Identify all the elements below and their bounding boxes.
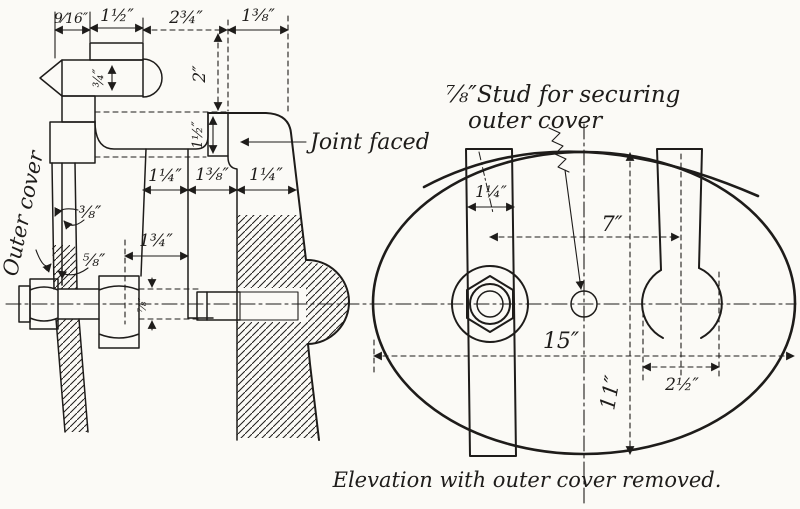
casting-boss-arc (305, 258, 350, 345)
dim-label-2-3-4: 2¾″ (168, 8, 203, 28)
leader-feather (548, 127, 570, 173)
casting-inner-wall (227, 112, 238, 441)
casting-lower-outline (307, 343, 320, 441)
washer-circle (451, 265, 529, 343)
hex-nut (98, 275, 140, 349)
open-slot-circle (641, 267, 723, 339)
dim-label-11in: 11″ (595, 374, 625, 412)
cover-flange-lines (55, 318, 89, 433)
stud-body (61, 59, 144, 97)
joint-faced-label: Joint faced (306, 130, 430, 155)
stud-note-line2: outer cover (468, 108, 604, 134)
dim-label-rib-c: 1¼″ (249, 165, 283, 185)
dim-label-rib-a: 1¼″ (148, 166, 182, 186)
dim-label-spigot: 1½″ (190, 120, 206, 148)
nut-inner-circle (469, 283, 511, 325)
leader-5-8-a (57, 267, 89, 279)
stud-flange-hatch (89, 42, 144, 61)
leader-5-8-b (35, 249, 52, 273)
cover-wall-lines (51, 162, 78, 290)
stud-note-line1: ⅞″Stud for securing (446, 82, 680, 108)
caption: Elevation with outer cover removed. (332, 468, 722, 492)
dim-label-boss: 1¾″ (139, 231, 173, 251)
leader-3-8-a (63, 219, 85, 230)
hidden-shank-dashed (138, 288, 199, 320)
casting-hatch-upper (237, 215, 306, 288)
dim-label-2half: 2½″ (664, 375, 699, 395)
casing-arc (422, 150, 760, 198)
dim-label-strap: 1¼″ (475, 182, 507, 201)
stud-note-leader (564, 169, 585, 290)
stud2-threads (239, 291, 299, 321)
stud-cone-point (39, 59, 63, 97)
right-strap (656, 148, 703, 271)
cover-wall-hatch-upper (52, 245, 77, 289)
dim-label-9-16: 9⁄16″ (54, 11, 89, 27)
dim-label-3-8: ⅜″ (79, 203, 102, 223)
spigot-groove (207, 112, 229, 157)
dim-label-1half-top: 1½″ (100, 6, 134, 26)
dim-label-7in: 7″ (601, 212, 622, 236)
bolt-shank (57, 288, 100, 320)
dim-label-15in: 15″ (543, 329, 580, 354)
dim-label-boltdia: ⅞″ (136, 297, 149, 313)
dim-label-rib-b: 1⅜″ (195, 165, 229, 185)
stud-round-cap (142, 58, 163, 98)
section-view: 9⁄16″ 1½″ 2¾″ 1⅜″ ¾″ 2″ 1½″ 1¼″ 1⅜″ 1¼″ … (0, 6, 430, 441)
dim-label-1-3-8-top: 1⅜″ (241, 6, 275, 26)
stud2-end-hatch (196, 291, 208, 321)
cover-block-hatch (49, 121, 96, 164)
cover-wall-hatch-lower (56, 319, 88, 432)
hex-nut-face (466, 275, 514, 333)
dim-label-2in: 2″ (190, 65, 210, 84)
bolt-hex-head (29, 278, 59, 330)
extension-lines-top-dashed (227, 15, 289, 112)
casting-top-outline (207, 112, 307, 261)
dim-label-5-8: ⅝″ (83, 251, 106, 271)
outer-cover-label: Outer cover (0, 147, 49, 278)
leader-3-8-b (54, 206, 79, 217)
casting-hatch-lower (237, 322, 318, 438)
cover-neck-hatch (61, 95, 96, 123)
bolt-tip-circle (476, 290, 504, 318)
stud-section-circle (570, 290, 598, 318)
elevation-view: ⅞″Stud for securing outer cover 1¼″ 7″ 1… (332, 82, 797, 506)
dim-label-3-4: ¾″ (91, 68, 107, 88)
boss-hatch (306, 261, 349, 344)
stud2-shank (206, 291, 241, 321)
